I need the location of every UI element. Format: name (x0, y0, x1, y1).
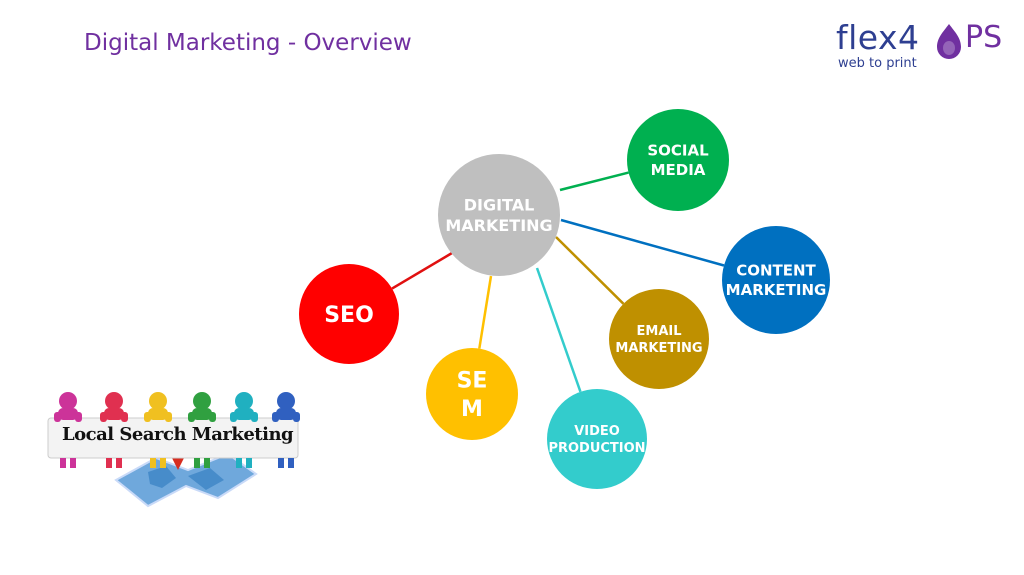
seo-connector (391, 251, 453, 290)
email-marketing-node: EMAIL MARKETING (609, 289, 709, 389)
sem-connector (478, 275, 493, 349)
sem-circle (426, 348, 518, 440)
sem-label-line: M (461, 397, 483, 422)
seo-node: SEO (299, 264, 399, 364)
node-circles: DIGITALMARKETINGSOCIALMEDIACONTENTMARKET… (299, 109, 830, 489)
drop-logo-icon (937, 24, 961, 59)
email-marketing-connector (555, 236, 625, 305)
logo-brand-right: PS (965, 20, 1003, 55)
local-search-illustration: Local Search Marketing (38, 388, 308, 513)
person-figure-icon (188, 392, 216, 468)
content-marketing-circle (722, 226, 830, 334)
sem-label-line: SE (457, 369, 488, 394)
social-media-label-line: MEDIA (651, 161, 706, 179)
logo-brand-left: flex4 (836, 18, 920, 57)
digital-marketing-node: DIGITAL MARKETING (438, 154, 560, 276)
digital-marketing-circle (438, 154, 560, 276)
email-marketing-label-line: EMAIL (637, 324, 682, 339)
flex4ops-logo: flex4 PS web to print (836, 18, 1016, 78)
content-marketing-label-line: MARKETING (726, 281, 827, 299)
seo-circle (299, 264, 399, 364)
sem-node: SE M (426, 348, 518, 440)
video-production-connector (535, 267, 582, 393)
social-media-circle (627, 109, 729, 211)
content-marketing-label-line: CONTENT (736, 262, 816, 280)
logo-tagline: web to print (838, 56, 917, 71)
email-marketing-circle (609, 289, 709, 389)
video-production-label-line: VIDEO (574, 424, 620, 439)
local-search-marketing-caption: Local Search Marketing (62, 424, 294, 445)
person-figure-icon (272, 392, 300, 468)
connector-lines (391, 171, 725, 393)
person-figure-icon (144, 392, 172, 468)
person-figure-icon (100, 392, 128, 468)
person-figure-icon (54, 392, 82, 468)
content-marketing-connector (560, 218, 725, 267)
video-production-node: VIDEO PRODUCTION (547, 389, 647, 489)
people-holding-sign-icon (47, 392, 300, 508)
social-media-label-line: SOCIAL (647, 142, 709, 160)
digital-marketing-label-line: MARKETING (445, 216, 552, 235)
video-production-label-line: PRODUCTION (548, 441, 645, 456)
digital-marketing-label-line: DIGITAL (464, 195, 535, 214)
page-title: Digital Marketing - Overview (84, 30, 412, 56)
video-production-circle (547, 389, 647, 489)
social-media-connector (559, 171, 629, 192)
email-marketing-label-line: MARKETING (615, 341, 702, 356)
seo-label-line: SEO (324, 303, 374, 328)
person-figure-icon (230, 392, 258, 468)
